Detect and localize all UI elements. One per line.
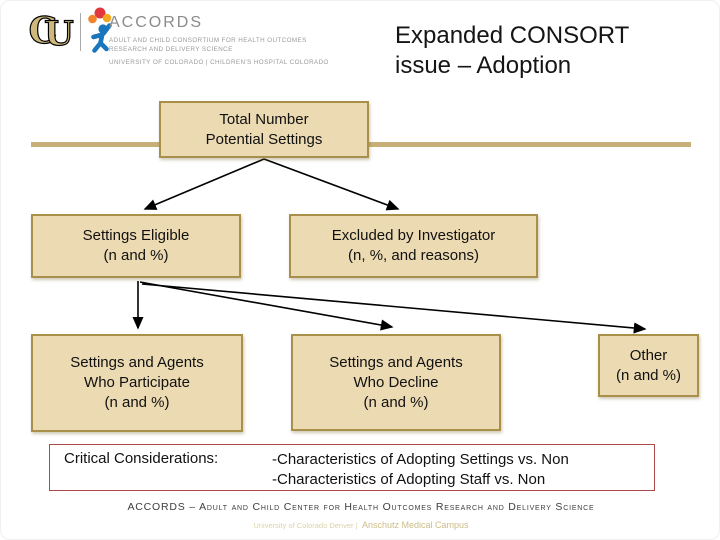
accords-subtitle-line1: ADULT AND CHILD CONSORTIUM FOR HEALTH OU… — [109, 37, 307, 44]
box-settings-agents-decline: Settings and Agents Who Decline (n and %… — [291, 334, 501, 431]
box-total-line2: Potential Settings — [205, 130, 323, 148]
box-eligible-line2: (n and %) — [103, 247, 169, 264]
box-settings-agents-participate: Settings and Agents Who Participate (n a… — [31, 334, 243, 432]
footer-campus-line: University of Colorado Denver | Anschutz… — [1, 515, 719, 533]
arrow-eligible-to-decline — [139, 281, 394, 331]
cu-logo-icon: C U — [29, 9, 74, 54]
arrow-total-to-excluded — [263, 158, 400, 211]
box-participate-line1: Settings and Agents — [70, 354, 204, 371]
critical-considerations-label: Critical Considerations: — [64, 450, 219, 467]
box-other-line1: Other — [629, 346, 668, 364]
footer-university: University of Colorado Denver | — [253, 521, 358, 530]
accords-logo-block: ACCORDS ADULT AND CHILD CONSORTIUM FOR H… — [109, 14, 369, 66]
svg-text:U: U — [44, 14, 74, 54]
box-decline-line1: Settings and Agents — [329, 353, 463, 371]
box-other: Other (n and %) — [598, 334, 699, 397]
box-other-line2: (n and %) — [615, 366, 682, 384]
page-title-line2: issue – Adoption — [395, 52, 572, 79]
box-eligible-line1: Settings Eligible — [82, 227, 190, 244]
critical-considerations-text: -Characteristics of Adopting Settings vs… — [272, 445, 569, 490]
accords-wordmark: ACCORDS — [109, 14, 204, 31]
box-participate-line3: (n and %) — [104, 394, 170, 411]
page-title-line1: Expanded CONSORT — [395, 22, 630, 49]
childrens-hospital-figure-icon — [88, 7, 112, 53]
accords-subtitle: ADULT AND CHILD CONSORTIUM FOR HEALTH OU… — [109, 36, 369, 54]
critical-considerations-box: Critical Considerations: -Characteristic… — [49, 444, 655, 491]
box-decline-line2: Who Decline — [353, 373, 439, 391]
box-excluded-line2: (n, %, and reasons) — [348, 247, 479, 264]
logo-divider — [80, 13, 81, 51]
page-title: Expanded CONSORT issue – Adoption — [395, 21, 710, 81]
critical-line2: -Characteristics of Adopting Staff vs. N… — [272, 471, 546, 488]
svg-text:C: C — [29, 10, 57, 52]
box-total-line1: Total Number — [219, 110, 309, 128]
box-participate-line2: Who Participate — [84, 374, 190, 391]
accords-partners-line: UNIVERSITY OF COLORADO | CHILDREN'S HOSP… — [109, 59, 329, 67]
footer-accords-line: ACCORDS – Adult and Child Center for Hea… — [127, 501, 595, 513]
box-settings-eligible: Settings Eligible (n and %) — [31, 214, 241, 278]
arrow-total-to-eligible — [143, 158, 265, 210]
box-excluded-line1: Excluded by Investigator — [331, 227, 496, 244]
box-total-potential-settings: Total Number Potential Settings — [159, 101, 369, 158]
critical-line1: -Characteristics of Adopting Settings vs… — [272, 451, 569, 468]
arrow-eligible-to-other — [141, 283, 647, 334]
box-excluded-by-investigator: Excluded by Investigator (n, %, and reas… — [289, 214, 538, 278]
footer-campus: Anschutz Medical Campus — [361, 520, 469, 530]
box-decline-line3: (n and %) — [363, 393, 429, 411]
accords-subtitle-line2: RESEARCH AND DELIVERY SCIENCE — [109, 46, 233, 54]
